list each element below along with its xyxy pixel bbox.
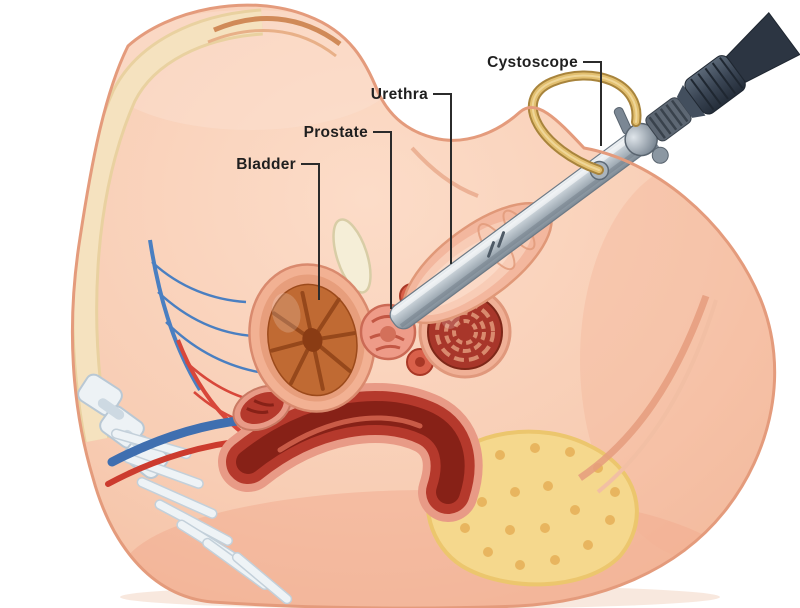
leader-line-bladder [301, 163, 320, 300]
subcutaneous-fat-band [72, 8, 264, 443]
rectum [218, 382, 483, 522]
bowel-section [232, 384, 292, 432]
crease-lines [578, 294, 718, 494]
skin-fold-lines [207, 15, 479, 198]
label-prostate: Prostate [303, 124, 368, 141]
internal-anatomy [72, 8, 775, 608]
leader-line-urethra [433, 93, 452, 264]
scope-markings [487, 231, 506, 258]
pubic-bone [332, 218, 372, 294]
veins [148, 239, 259, 392]
valve-knob [651, 146, 669, 164]
label-cystoscope: Cystoscope [487, 54, 578, 71]
bladder-organ [248, 263, 376, 413]
label-bladder: Bladder [236, 156, 296, 173]
leader-line-prostate [373, 131, 392, 309]
label-urethra: Urethra [370, 86, 428, 103]
light-cable [527, 70, 642, 175]
cystoscope-instrument [389, 12, 800, 330]
leader-lines [301, 61, 602, 309]
leader-line-cystoscope [583, 61, 602, 146]
